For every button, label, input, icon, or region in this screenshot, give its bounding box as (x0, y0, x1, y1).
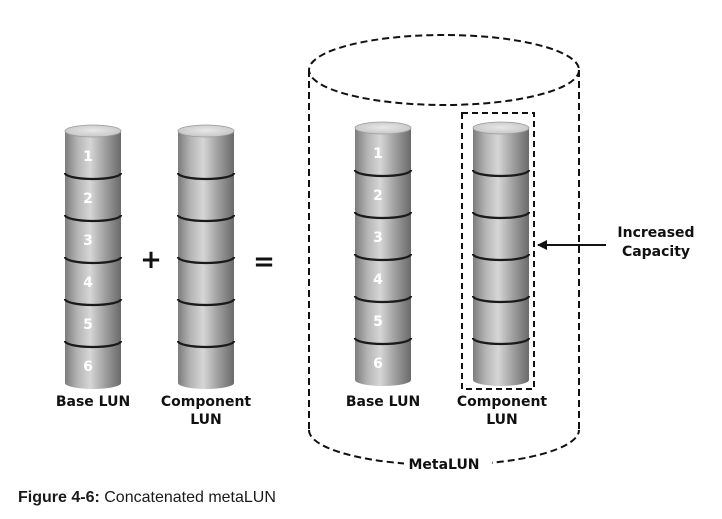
segment-number: 3 (83, 233, 93, 249)
cylinder-top (177, 124, 235, 138)
metalun-label-bg (404, 454, 492, 474)
segment-divider (471, 337, 531, 346)
segment-divider (63, 256, 123, 265)
segment-number: 3 (373, 230, 383, 246)
metalun-base-lun-label: Base LUN (346, 394, 420, 410)
segment-divider (176, 172, 236, 181)
segment-divider (353, 253, 413, 262)
figure-caption-text: Concatenated metaLUN (104, 489, 276, 506)
metalun-component-lun-label-line2: LUN (486, 412, 518, 428)
base-lun-label: Base LUN (56, 394, 130, 410)
segment-number: 5 (373, 314, 383, 330)
segment-divider (471, 295, 531, 304)
base-lun-stack: 1 2 3 4 5 6 (63, 124, 123, 389)
metalun-base-lun-stack: 1 2 3 4 5 6 (353, 121, 413, 386)
segment-number: 2 (373, 188, 383, 204)
segment-divider (176, 340, 236, 349)
segment-number: 6 (83, 359, 93, 375)
segment-number: 1 (83, 149, 93, 165)
cylinder-bottom (65, 383, 121, 389)
component-lun-stack (176, 124, 236, 389)
metalun-label: MetaLUN (408, 457, 479, 473)
segment-divider (176, 298, 236, 307)
metalun-container (308, 34, 580, 466)
metalun-diagram: 1 2 3 4 5 6 Base LUN + Component LUN = MetaLU… (56, 34, 695, 474)
segment-number: 5 (83, 317, 93, 333)
metalun-component-lun-stack (471, 121, 531, 386)
figure-number: Figure 4-6: (18, 489, 100, 506)
segment-number: 6 (373, 356, 383, 372)
segment-divider (176, 256, 236, 265)
segment-divider (353, 211, 413, 220)
callout-text-line1: Increased (617, 225, 694, 241)
metalun-top-ellipse (308, 34, 580, 106)
cylinder-bottom (473, 380, 529, 386)
component-highlight-box (461, 112, 535, 390)
cylinder-top (64, 124, 122, 138)
cylinder-top (354, 121, 412, 135)
segment-divider (63, 298, 123, 307)
cylinder-bottom (178, 383, 234, 389)
segment-divider (63, 340, 123, 349)
segment-divider (471, 211, 531, 220)
cylinder-body (473, 128, 529, 380)
cylinder-body (178, 131, 234, 383)
component-lun-label-line2: LUN (190, 412, 222, 428)
segment-divider (353, 337, 413, 346)
segment-number: 4 (83, 275, 93, 291)
segment-number: 4 (373, 272, 383, 288)
metalun-component-lun-label-line1: Component (457, 394, 548, 410)
segment-divider (63, 172, 123, 181)
cylinder-body (355, 128, 411, 380)
equals-sign: = (253, 247, 275, 277)
callout-text-line2: Capacity (622, 244, 690, 260)
segment-divider (353, 295, 413, 304)
cylinder-body (65, 131, 121, 383)
cylinder-top (472, 121, 530, 135)
segment-number: 2 (83, 191, 93, 207)
segment-divider (471, 253, 531, 262)
segment-number: 1 (373, 146, 383, 162)
component-lun-label-line1: Component (161, 394, 252, 410)
figure-caption: Figure 4-6: Concatenated metaLUN (18, 489, 276, 507)
plus-sign: + (140, 245, 162, 275)
cylinder-bottom (355, 380, 411, 386)
segment-divider (353, 169, 413, 178)
segment-divider (176, 214, 236, 223)
segment-divider (63, 214, 123, 223)
segment-divider (471, 169, 531, 178)
